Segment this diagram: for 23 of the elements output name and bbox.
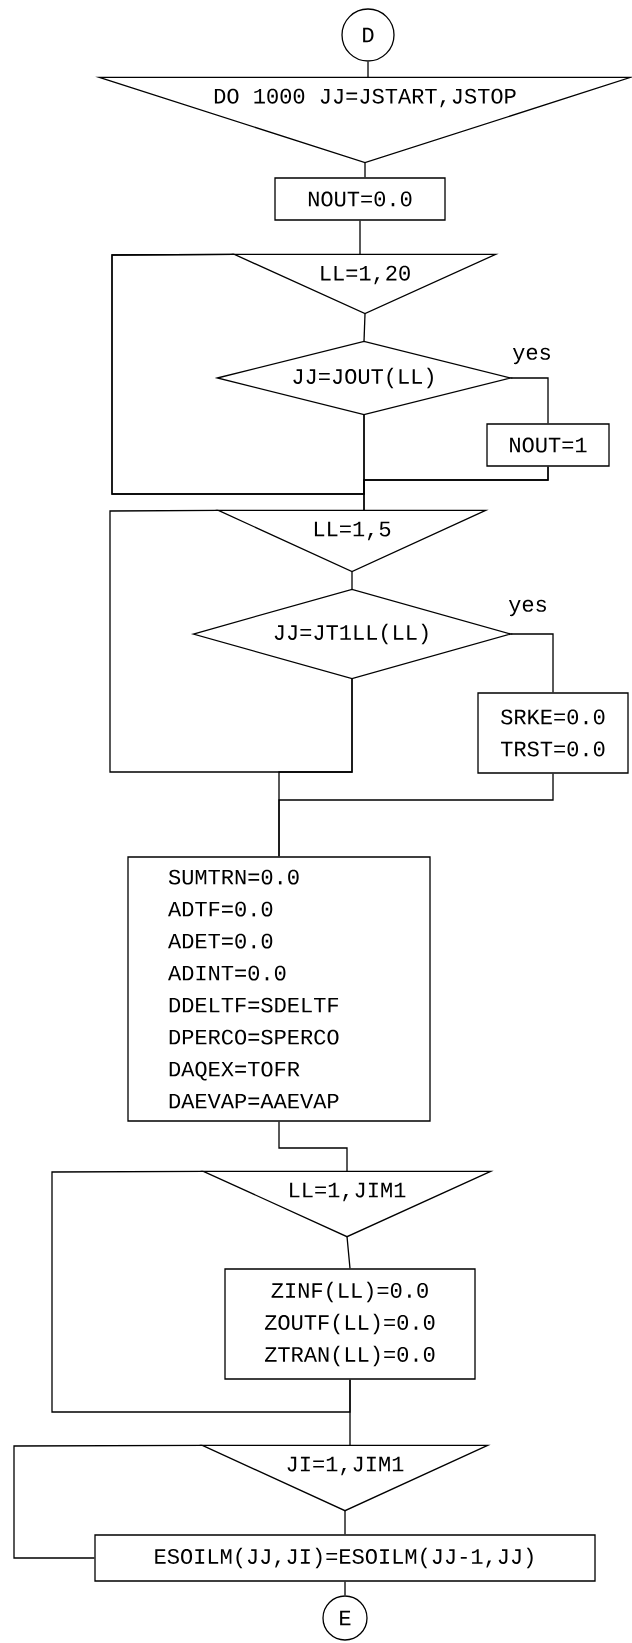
process-box: NOUT=0.0	[274, 177, 446, 221]
flow-line	[344, 1581, 346, 1596]
flow-line	[278, 1121, 348, 1172]
flow-line	[510, 377, 549, 424]
process-box: ZINF(LL)=0.0 ZOUTF(LL)=0.0 ZTRAN(LL)=0.0	[224, 1268, 476, 1380]
flow-line	[51, 1170, 351, 1413]
flow-line	[111, 253, 549, 495]
flow-line	[349, 1379, 351, 1446]
flow-line	[367, 61, 369, 78]
process-box: ESOILM(JJ,JI)=ESOILM(JJ-1,JJ)	[94, 1534, 596, 1582]
edge-label: yes	[511, 346, 553, 366]
flow-line	[510, 633, 554, 693]
flow-line	[351, 571, 353, 590]
process-box: SRKE=0.0 TRST=0.0	[477, 692, 629, 774]
flow-line	[344, 1510, 346, 1535]
flow-line	[359, 220, 361, 255]
process-box: NOUT=1	[486, 423, 610, 467]
flow-line	[363, 313, 366, 342]
flow-line	[364, 162, 366, 178]
flow-line	[13, 1444, 203, 1559]
flow-line	[278, 773, 554, 857]
process-box: SUMTRN=0.0 ADTF=0.0 ADET=0.0 ADINT=0.0 DDELTF=SDELTF DPERCO=SPERCO DAQEX=TOFR DAEVAP=AAEVAP	[127, 856, 431, 1122]
flow-line	[346, 1236, 351, 1269]
